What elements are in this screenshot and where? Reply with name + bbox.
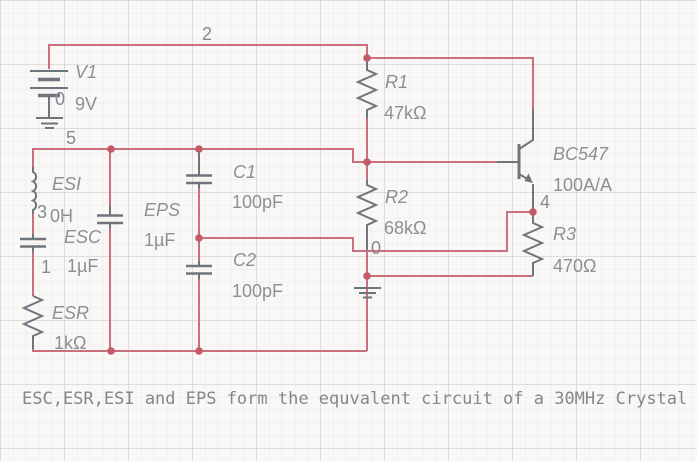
wire-group[interactable] [32,44,534,352]
junction-dot [363,158,371,166]
transistor-bc547[interactable] [497,109,534,210]
esr-value-label: 1kΩ [54,333,86,353]
wire-crystal-branch[interactable] [32,149,367,352]
wire-net0[interactable] [366,250,533,351]
resistor-esr[interactable] [21,295,45,349]
caption-annotation[interactable]: ESC,ESR,ESI and EPS form the equvalent c… [22,389,687,409]
eps-ref-label: EPS [144,200,180,220]
v1-value-label: 9V [75,94,97,114]
battery-v1[interactable] [30,70,68,129]
junction-dot [195,234,203,242]
capacitor-c2[interactable] [186,261,212,279]
net-label-0-ground: 0 [371,238,381,258]
q1-value-label: 100A/A [553,175,612,195]
net-label-4: 4 [540,192,550,212]
junction-dot [363,272,371,280]
c2-ref-label: C2 [233,250,256,270]
r1-ref-label: R1 [385,72,408,92]
r1-value-label: 47kΩ [384,103,426,123]
wire-net4[interactable] [199,211,533,252]
capacitor-c1[interactable] [186,152,212,188]
wire-net5[interactable] [32,148,497,167]
junction-dot [107,145,115,153]
wire-net2[interactable] [48,44,534,109]
v1-ref-label: V1 [75,62,97,82]
c1-ref-label: C1 [233,162,256,182]
inductor-esi[interactable] [30,167,38,214]
esc-value-label: 1µF [67,256,98,276]
ground-symbol-battery [36,117,63,129]
r3-ref-label: R3 [553,224,576,244]
c2-value-label: 100pF [232,281,283,301]
resistor-r3[interactable] [521,212,545,276]
emitter-arrow-icon [524,173,533,183]
net-label-3: 3 [37,202,47,222]
junction-dot [529,208,537,216]
esc-ref-label: ESC [64,227,102,247]
junction-dot [195,145,203,153]
junction-dot [195,347,203,355]
resistor-r2[interactable] [355,180,379,250]
resistor-r1[interactable] [355,60,379,118]
esr-ref-label: ESR [52,303,89,323]
net-label-0-battery: 0 [55,89,65,109]
ground-symbol-main[interactable] [354,287,381,299]
r2-value-label: 68kΩ [384,218,426,238]
junction-dot [107,347,115,355]
junction-dot [363,54,371,62]
junction-dots [107,54,537,355]
capacitor-esc[interactable] [20,234,46,252]
net-label-1: 1 [41,257,51,277]
esi-value-label: 0H [50,206,73,226]
r3-value-label: 470Ω [553,256,597,276]
capacitor-eps[interactable] [97,206,123,228]
esi-ref-label: ESI [52,174,81,194]
eps-value-label: 1µF [144,230,175,250]
r2-ref-label: R2 [385,187,408,207]
q1-ref-label: BC547 [553,144,609,164]
c1-value-label: 100pF [232,192,283,212]
net-label-2: 2 [202,24,212,44]
net-label-5: 5 [66,128,76,148]
